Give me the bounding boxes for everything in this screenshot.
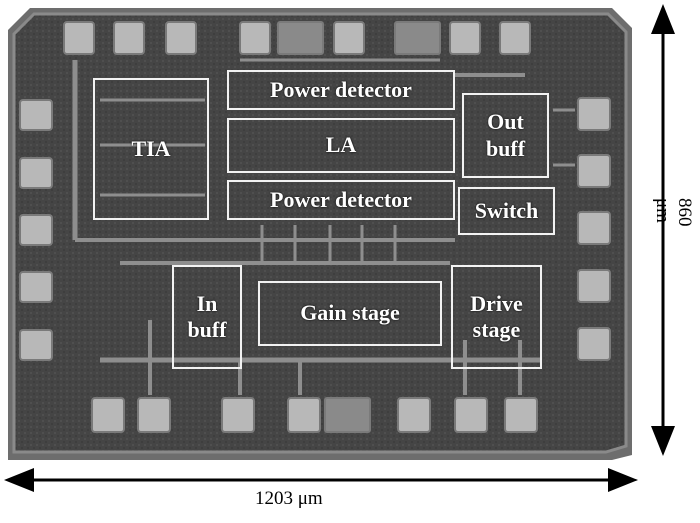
block-switch: Switch <box>458 187 555 235</box>
block-power-detector-bottom-label: Power detector <box>270 186 412 212</box>
block-power-detector-bottom: Power detector <box>227 180 455 220</box>
block-la-label: LA <box>325 132 357 158</box>
bottom-pads <box>91 397 538 433</box>
width-dimension-arrow <box>4 468 638 492</box>
top-pads <box>63 21 531 55</box>
block-tia-label: TIA <box>131 135 171 161</box>
block-drive-stage: Drive stage <box>451 265 542 369</box>
block-in-buff: In buff <box>172 265 242 369</box>
block-la: LA <box>227 118 455 173</box>
die-body <box>12 12 628 454</box>
left-pads <box>19 99 53 361</box>
height-dimension-label: 860 μm <box>652 198 695 227</box>
block-switch-label: Switch <box>474 197 539 223</box>
right-pads <box>577 97 611 361</box>
block-gain-stage-label: Gain stage <box>300 300 400 326</box>
block-drive-stage-label: Drive stage <box>470 290 523 342</box>
width-dimension-label: 1203 μm <box>255 488 323 509</box>
block-in-buff-label: In buff <box>187 290 227 342</box>
block-gain-stage: Gain stage <box>258 281 442 346</box>
block-power-detector-top-label: Power detector <box>270 76 412 102</box>
height-dimension-arrow <box>651 4 675 456</box>
block-out-buff: Out buff <box>462 93 549 178</box>
block-tia: TIA <box>93 78 209 220</box>
block-out-buff-label: Out buff <box>485 109 526 161</box>
block-power-detector-top: Power detector <box>227 70 455 110</box>
